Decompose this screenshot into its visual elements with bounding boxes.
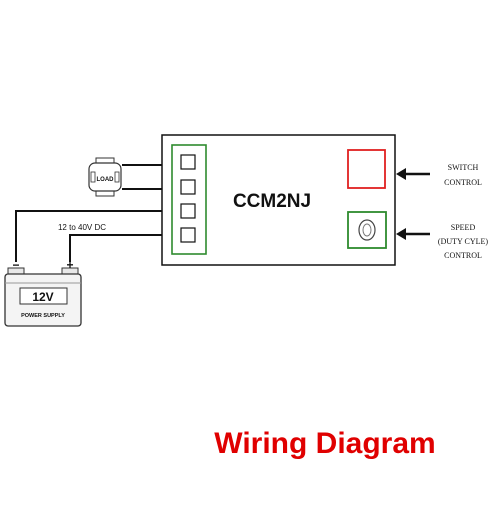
load-label: LOAD (97, 177, 115, 183)
power-wire-negative (15, 210, 162, 262)
diagram-title: Wiring Diagram (214, 427, 435, 460)
voltage-range-label: 12 to 40V DC (58, 223, 106, 232)
speed-arrow-icon (396, 228, 406, 240)
battery-negative-symbol: − (12, 258, 19, 272)
battery-icon (4, 267, 82, 327)
switch-control-label-1: SWITCH (448, 163, 479, 172)
load-motor-icon (88, 157, 122, 197)
controller-module (161, 134, 396, 266)
terminal-4 (180, 227, 196, 243)
speed-control-label-3: CONTROL (444, 251, 482, 260)
speed-control-box (347, 211, 387, 249)
speed-control-label-2: (DUTY CYLE) (438, 237, 488, 246)
terminal-2 (180, 179, 196, 195)
switch-control-label-2: CONTROL (444, 178, 482, 187)
speed-control-label-1: SPEED (451, 223, 476, 232)
terminal-3 (180, 203, 196, 219)
device-name: CCM2NJ (233, 191, 311, 212)
switch-control-box (347, 149, 386, 189)
speed-knob-inner (362, 223, 372, 237)
terminal-1 (180, 154, 196, 170)
battery-voltage-label: 12V (32, 290, 53, 304)
battery-caption: POWER SUPPLY (21, 313, 65, 319)
power-wire-positive (69, 234, 162, 262)
battery-positive-symbol: + (66, 258, 73, 272)
terminal-block (171, 144, 207, 255)
switch-arrow-icon (396, 168, 406, 180)
